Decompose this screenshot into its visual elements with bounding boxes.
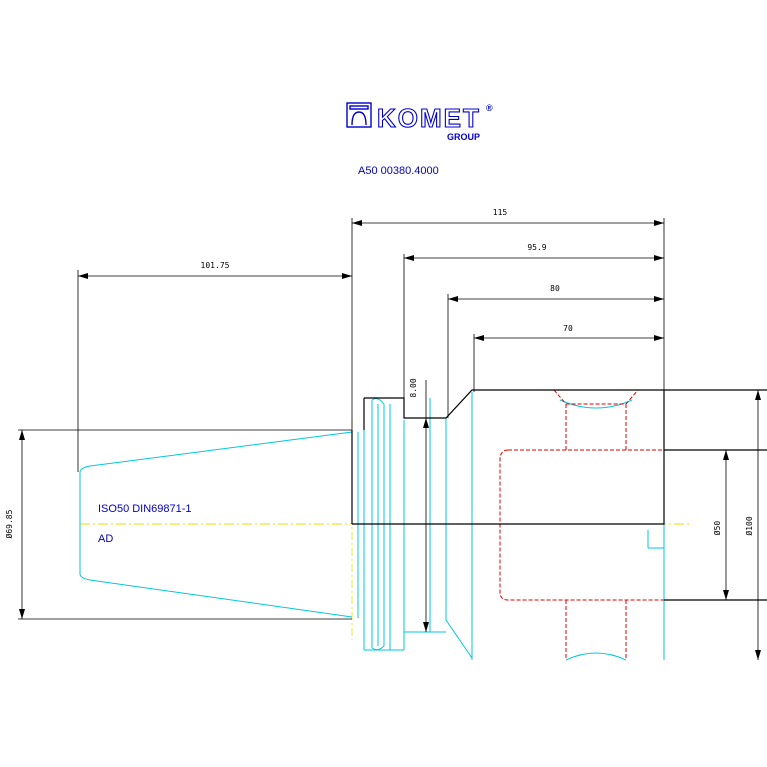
dim-101-75: 101.75 (201, 261, 230, 270)
dimension-lines (18, 218, 759, 660)
hidden-bore-outline (499, 389, 664, 660)
komet-logo: KOMET ® GROUP (346, 102, 493, 142)
dim-dia-50: Ø50 (712, 521, 722, 536)
dim-8: 8.00 (409, 378, 418, 397)
dim-70: 70 (563, 324, 573, 333)
komet-logo-brand: KOMET (377, 103, 481, 133)
dim-dia-100: Ø100 (744, 516, 754, 535)
komet-logo-icon (346, 102, 372, 128)
dim-80: 80 (550, 284, 560, 293)
dim-115: 115 (493, 208, 508, 217)
komet-logo-group: GROUP (447, 132, 480, 142)
variant-label: AD (98, 533, 113, 545)
holder-outline (351, 389, 767, 601)
part-number: A50 00380.4000 (358, 165, 439, 177)
komet-logo-registered: ® (486, 103, 493, 113)
standard-label: ISO50 DIN69871-1 (98, 503, 192, 515)
taper-shank-outline (79, 390, 665, 661)
dimension-arrows (19, 220, 761, 660)
dim-95-9: 95.9 (527, 243, 546, 252)
dim-dia-69-85: Ø69.85 (4, 509, 14, 538)
